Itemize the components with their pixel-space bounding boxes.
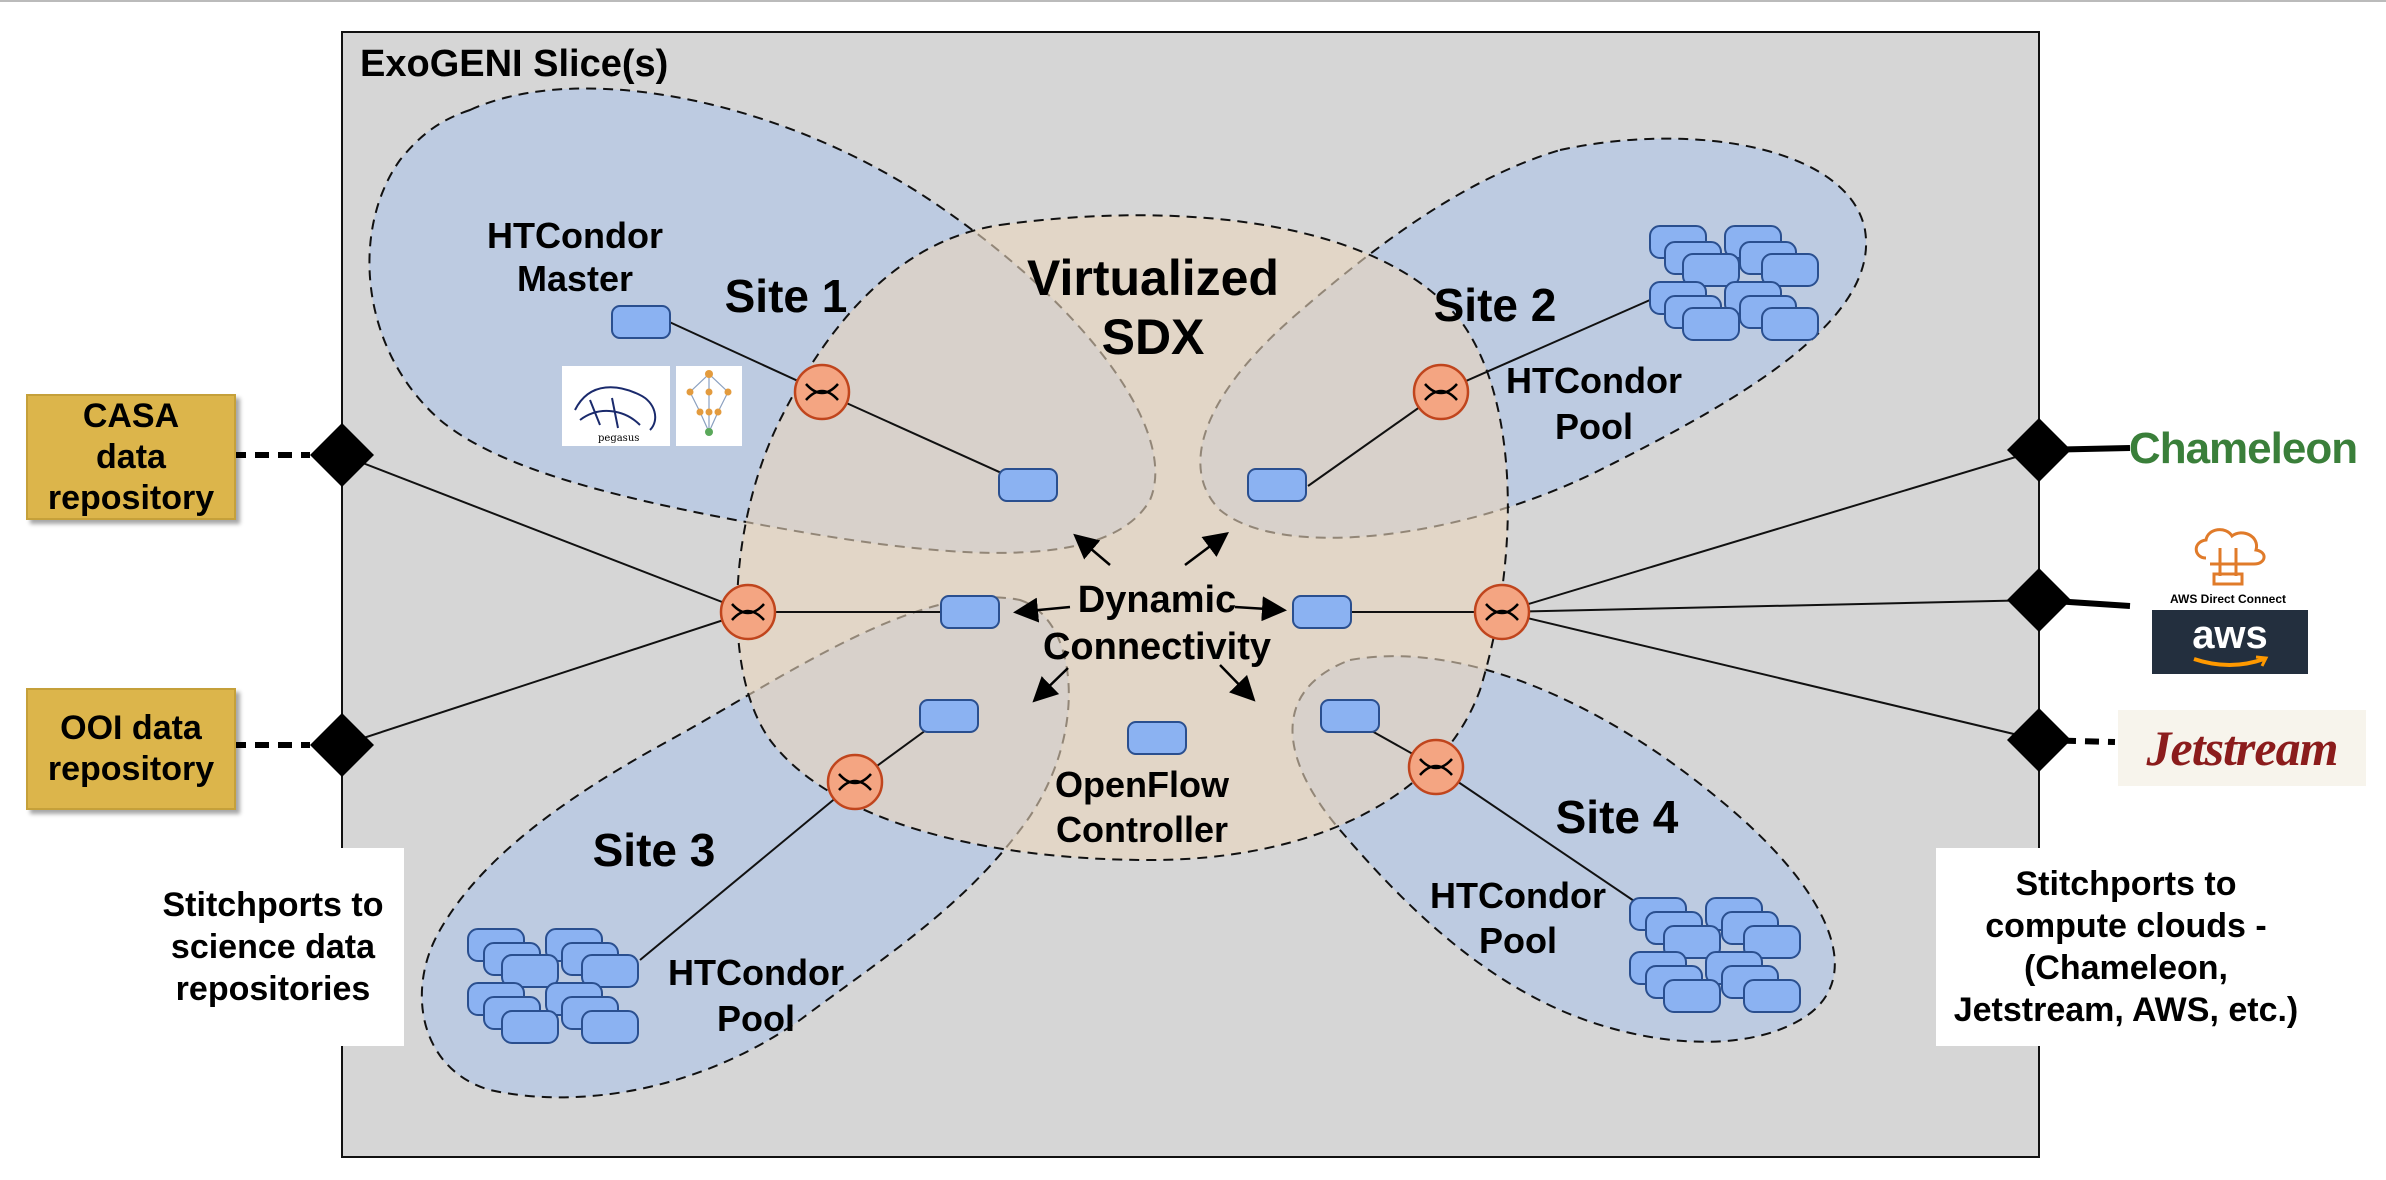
site3-pool-label-line2: Pool bbox=[717, 998, 795, 1039]
switch-icon-site2 bbox=[1412, 363, 1470, 421]
site1-label: Site 1 bbox=[725, 270, 848, 322]
switch-icon-site1 bbox=[793, 363, 851, 421]
site3-pool-nodes bbox=[467, 928, 639, 1044]
aws-direct-connect-icon bbox=[2180, 518, 2276, 588]
site2-pool-nodes bbox=[1649, 225, 1819, 341]
site4-pool-label-line2: Pool bbox=[1479, 920, 1557, 961]
switch-icon-site4 bbox=[1407, 738, 1465, 796]
science-stitchports-note: Stitchports to science data repositories bbox=[142, 848, 404, 1046]
site2-label: Site 2 bbox=[1434, 279, 1557, 331]
casa-data-repository: CASA data repository bbox=[26, 394, 236, 520]
labels: HTCondor Master Site 1 Virtualized SDX S… bbox=[487, 215, 1682, 1039]
stitchport-casa bbox=[310, 423, 374, 487]
sdx-title-line1: Virtualized bbox=[1027, 250, 1279, 306]
arrow-down-right bbox=[1219, 664, 1256, 702]
site3-label: Site 3 bbox=[593, 824, 716, 876]
stitchport-ooi bbox=[310, 713, 374, 777]
site3-pool-label-line1: HTCondor bbox=[668, 952, 844, 993]
site2-node bbox=[1247, 468, 1307, 502]
sdx-region bbox=[736, 214, 1509, 862]
site1-node bbox=[998, 468, 1058, 502]
jetstream-logo: Jetstream bbox=[2118, 710, 2366, 786]
stitchport-jetstream bbox=[2007, 708, 2071, 772]
cloud-stitchports-note: Stitchports to compute clouds - (Chamele… bbox=[1936, 848, 2316, 1046]
aws-direct-connect-label: AWS Direct Connect bbox=[2169, 592, 2286, 606]
site4-node bbox=[1320, 699, 1380, 733]
arrow-right bbox=[1234, 596, 1287, 622]
openflow-controller-node bbox=[1127, 721, 1187, 755]
pegasus-logo: pegasus bbox=[562, 366, 670, 446]
site2-pool-label-line1: HTCondor bbox=[1506, 360, 1682, 401]
arrow-up-left bbox=[1073, 533, 1111, 566]
sdx-title-line2: SDX bbox=[1102, 309, 1205, 365]
links bbox=[341, 299, 2040, 961]
chameleon-logo-text: Chameleon bbox=[2128, 424, 2358, 473]
chameleon-logo: Chameleon bbox=[2129, 418, 2358, 480]
dynamic-arrows bbox=[1013, 532, 1287, 703]
htcondor-master-label-line2: Master bbox=[517, 258, 633, 299]
htcondor-master-label-line1: HTCondor bbox=[487, 215, 663, 256]
pegasus-text: pegasus bbox=[598, 433, 639, 444]
left-hub-node bbox=[940, 595, 1000, 629]
arrow-up-right bbox=[1184, 532, 1229, 566]
site4-pool-label-line1: HTCondor bbox=[1430, 875, 1606, 916]
switches bbox=[719, 363, 1531, 811]
casa-repository-label: CASA data repository bbox=[47, 396, 215, 517]
right-hub-node bbox=[1292, 595, 1352, 629]
jetstream-logo-text: Jetstream bbox=[2146, 720, 2339, 776]
cloud-stitchports-text: Stitchports to compute clouds - (Chamele… bbox=[1953, 865, 2299, 1029]
nodes bbox=[611, 305, 1380, 755]
site4-pool-nodes bbox=[1629, 897, 1801, 1013]
ooi-data-repository: OOI data repository bbox=[26, 688, 236, 810]
stitchport-diamonds bbox=[310, 418, 2071, 777]
stitchport-aws bbox=[2007, 568, 2071, 632]
openflow-controller-line1: OpenFlow bbox=[1055, 764, 1230, 805]
switch-icon-site3 bbox=[826, 753, 884, 811]
arrow-down-left bbox=[1032, 667, 1069, 703]
openflow-controller-line2: Controller bbox=[1056, 809, 1228, 850]
site2-pool-label-line2: Pool bbox=[1555, 406, 1633, 447]
site4-label: Site 4 bbox=[1556, 791, 1679, 843]
aws-logo: aws bbox=[2152, 610, 2308, 674]
stitchport-chameleon bbox=[2007, 418, 2071, 482]
dynamic-connectivity-line2: Connectivity bbox=[1043, 626, 1271, 668]
dynamic-connectivity-line1: Dynamic bbox=[1078, 579, 1236, 621]
slice-title: ExoGENI Slice(s) bbox=[360, 43, 668, 85]
science-stitchports-text: Stitchports to science data repositories bbox=[162, 886, 384, 1008]
arrow-left bbox=[1013, 597, 1071, 623]
ooi-repository-label: OOI data repository bbox=[47, 709, 215, 788]
aws-logo-text: aws bbox=[2192, 613, 2268, 657]
switch-icon-right-hub bbox=[1473, 583, 1531, 641]
htcondor-master-node bbox=[611, 305, 671, 339]
switch-icon-left-hub bbox=[719, 583, 777, 641]
workflow-dag-icon bbox=[676, 366, 742, 446]
site3-node bbox=[919, 699, 979, 733]
